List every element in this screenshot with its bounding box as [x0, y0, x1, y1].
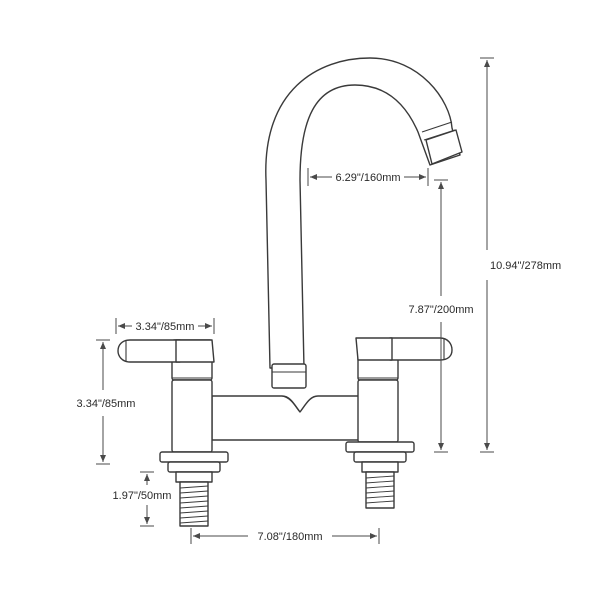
dim-spout-reach: 6.29"/160mm — [307, 168, 429, 186]
label-total-height: 10.94"/278mm — [490, 260, 561, 272]
dim-center-spacing: 7.08"/180mm — [190, 528, 380, 544]
label-spout-reach: 6.29"/160mm — [335, 172, 400, 184]
label-handle-height: 3.34"/85mm — [77, 398, 136, 410]
label-handle-length: 3.34"/85mm — [136, 321, 195, 333]
left-valve — [117, 339, 215, 453]
right-valve — [355, 337, 453, 443]
left-base — [159, 451, 229, 527]
dim-handle-length: 3.34"/85mm — [115, 318, 215, 334]
spout-collar — [271, 363, 307, 389]
right-base — [345, 441, 415, 509]
dim-handle-height: 3.34"/85mm — [77, 339, 136, 465]
label-spout-height: 7.87"/200mm — [408, 304, 473, 316]
label-shank-length: 1.97"/50mm — [113, 490, 172, 502]
label-center-spacing: 7.08"/180mm — [257, 531, 322, 543]
spout — [265, 57, 463, 369]
dim-total-height: 10.94"/278mm — [480, 57, 561, 453]
dim-spout-height: 7.87"/200mm — [408, 179, 474, 453]
dim-shank-length: 1.97"/50mm — [113, 471, 172, 527]
